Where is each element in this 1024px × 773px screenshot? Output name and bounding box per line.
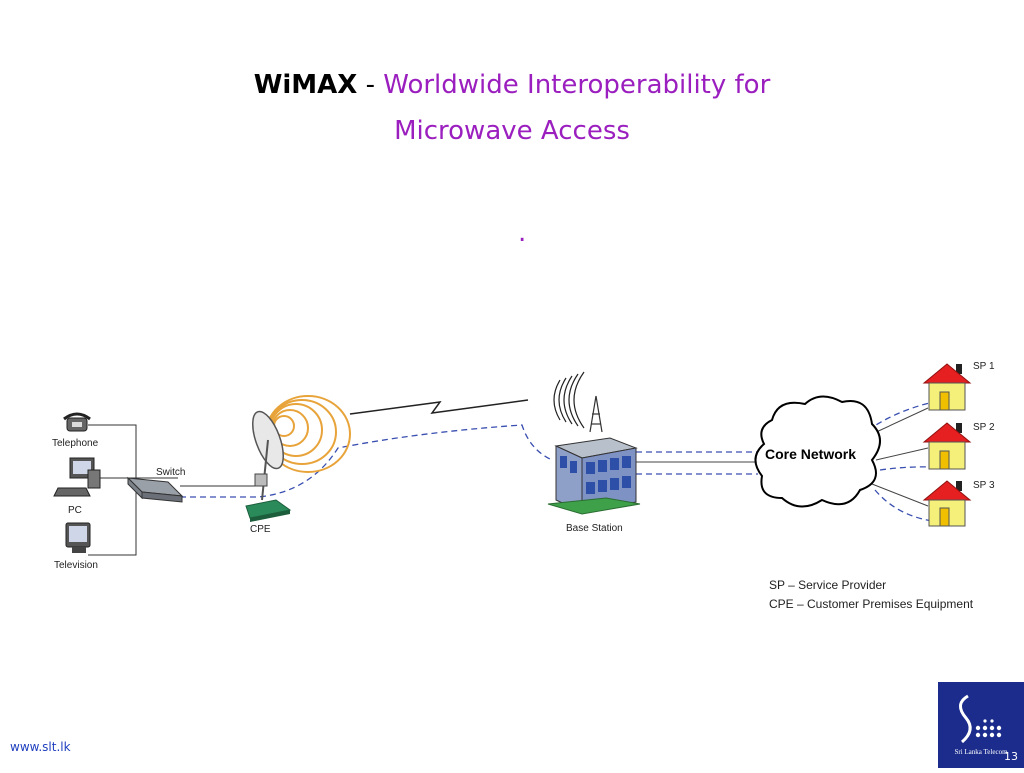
- switch-node: Switch: [126, 467, 185, 503]
- house-icon: [922, 363, 972, 411]
- building-icon: [547, 437, 641, 515]
- slide-title: WiMAX - Worldwide Interoperability for M…: [0, 62, 1024, 154]
- antenna-tower-icon: [589, 395, 603, 433]
- sp3-node: SP 3: [922, 480, 995, 527]
- cpe-base-icon: [245, 499, 292, 522]
- logo-caption: Sri Lanka Telecom: [954, 748, 1008, 756]
- sp3-label: SP 3: [973, 480, 995, 491]
- cloud-icon: [754, 395, 881, 508]
- page-number: 13: [1004, 750, 1018, 763]
- base-station-node: Base Station: [547, 371, 641, 534]
- telephone-node: Telephone: [52, 412, 99, 449]
- slt-logo-icon: [959, 694, 1002, 744]
- wireless-link: [349, 399, 529, 415]
- cpe-node: CPE: [245, 395, 351, 535]
- television-node: Television: [54, 522, 98, 571]
- pc-label: PC: [68, 505, 82, 516]
- house-icon: [922, 480, 972, 527]
- satellite-dish-icon: [252, 410, 284, 501]
- slt-logo: Sri Lanka Telecom: [938, 682, 1024, 768]
- title-expansion-line-2: Microwave Access: [394, 116, 630, 146]
- title-line-1: WiMAX - Worldwide Interoperability for: [0, 62, 1024, 108]
- sp1-node: SP 1: [922, 361, 995, 411]
- network-connections: [636, 407, 929, 507]
- cpe-label: CPE: [250, 524, 271, 535]
- sp2-node: SP 2: [922, 422, 995, 470]
- title-expansion-line-1: Worldwide Interoperability for: [383, 70, 771, 100]
- sp2-label: SP 2: [973, 422, 995, 433]
- base-station-label: Base Station: [566, 523, 623, 534]
- radio-waves-icon: [553, 371, 585, 429]
- footer-url: www.slt.lk: [10, 740, 71, 754]
- title-dot: .: [518, 218, 527, 248]
- telephone-icon: [63, 412, 91, 432]
- title-abbreviation: WiMAX: [253, 70, 358, 100]
- title-line-2: Microwave Access: [0, 108, 1024, 154]
- house-icon: [922, 422, 972, 470]
- title-separator: -: [365, 70, 375, 100]
- television-icon: [65, 522, 91, 553]
- television-label: Television: [54, 560, 98, 571]
- diagram-legend: SP – Service Provider CPE – Customer Pre…: [769, 576, 973, 614]
- legend-sp: SP – Service Provider: [769, 578, 887, 592]
- core-network-node: Core Network: [754, 395, 881, 508]
- pc-icon: [53, 457, 101, 497]
- telephone-label: Telephone: [52, 438, 99, 449]
- legend-cpe: CPE – Customer Premises Equipment: [769, 597, 974, 611]
- switch-icon: [126, 476, 184, 503]
- core-network-label: Core Network: [765, 446, 856, 462]
- switch-label: Switch: [156, 467, 185, 478]
- sp1-label: SP 1: [973, 361, 995, 372]
- pc-node: PC: [53, 457, 101, 516]
